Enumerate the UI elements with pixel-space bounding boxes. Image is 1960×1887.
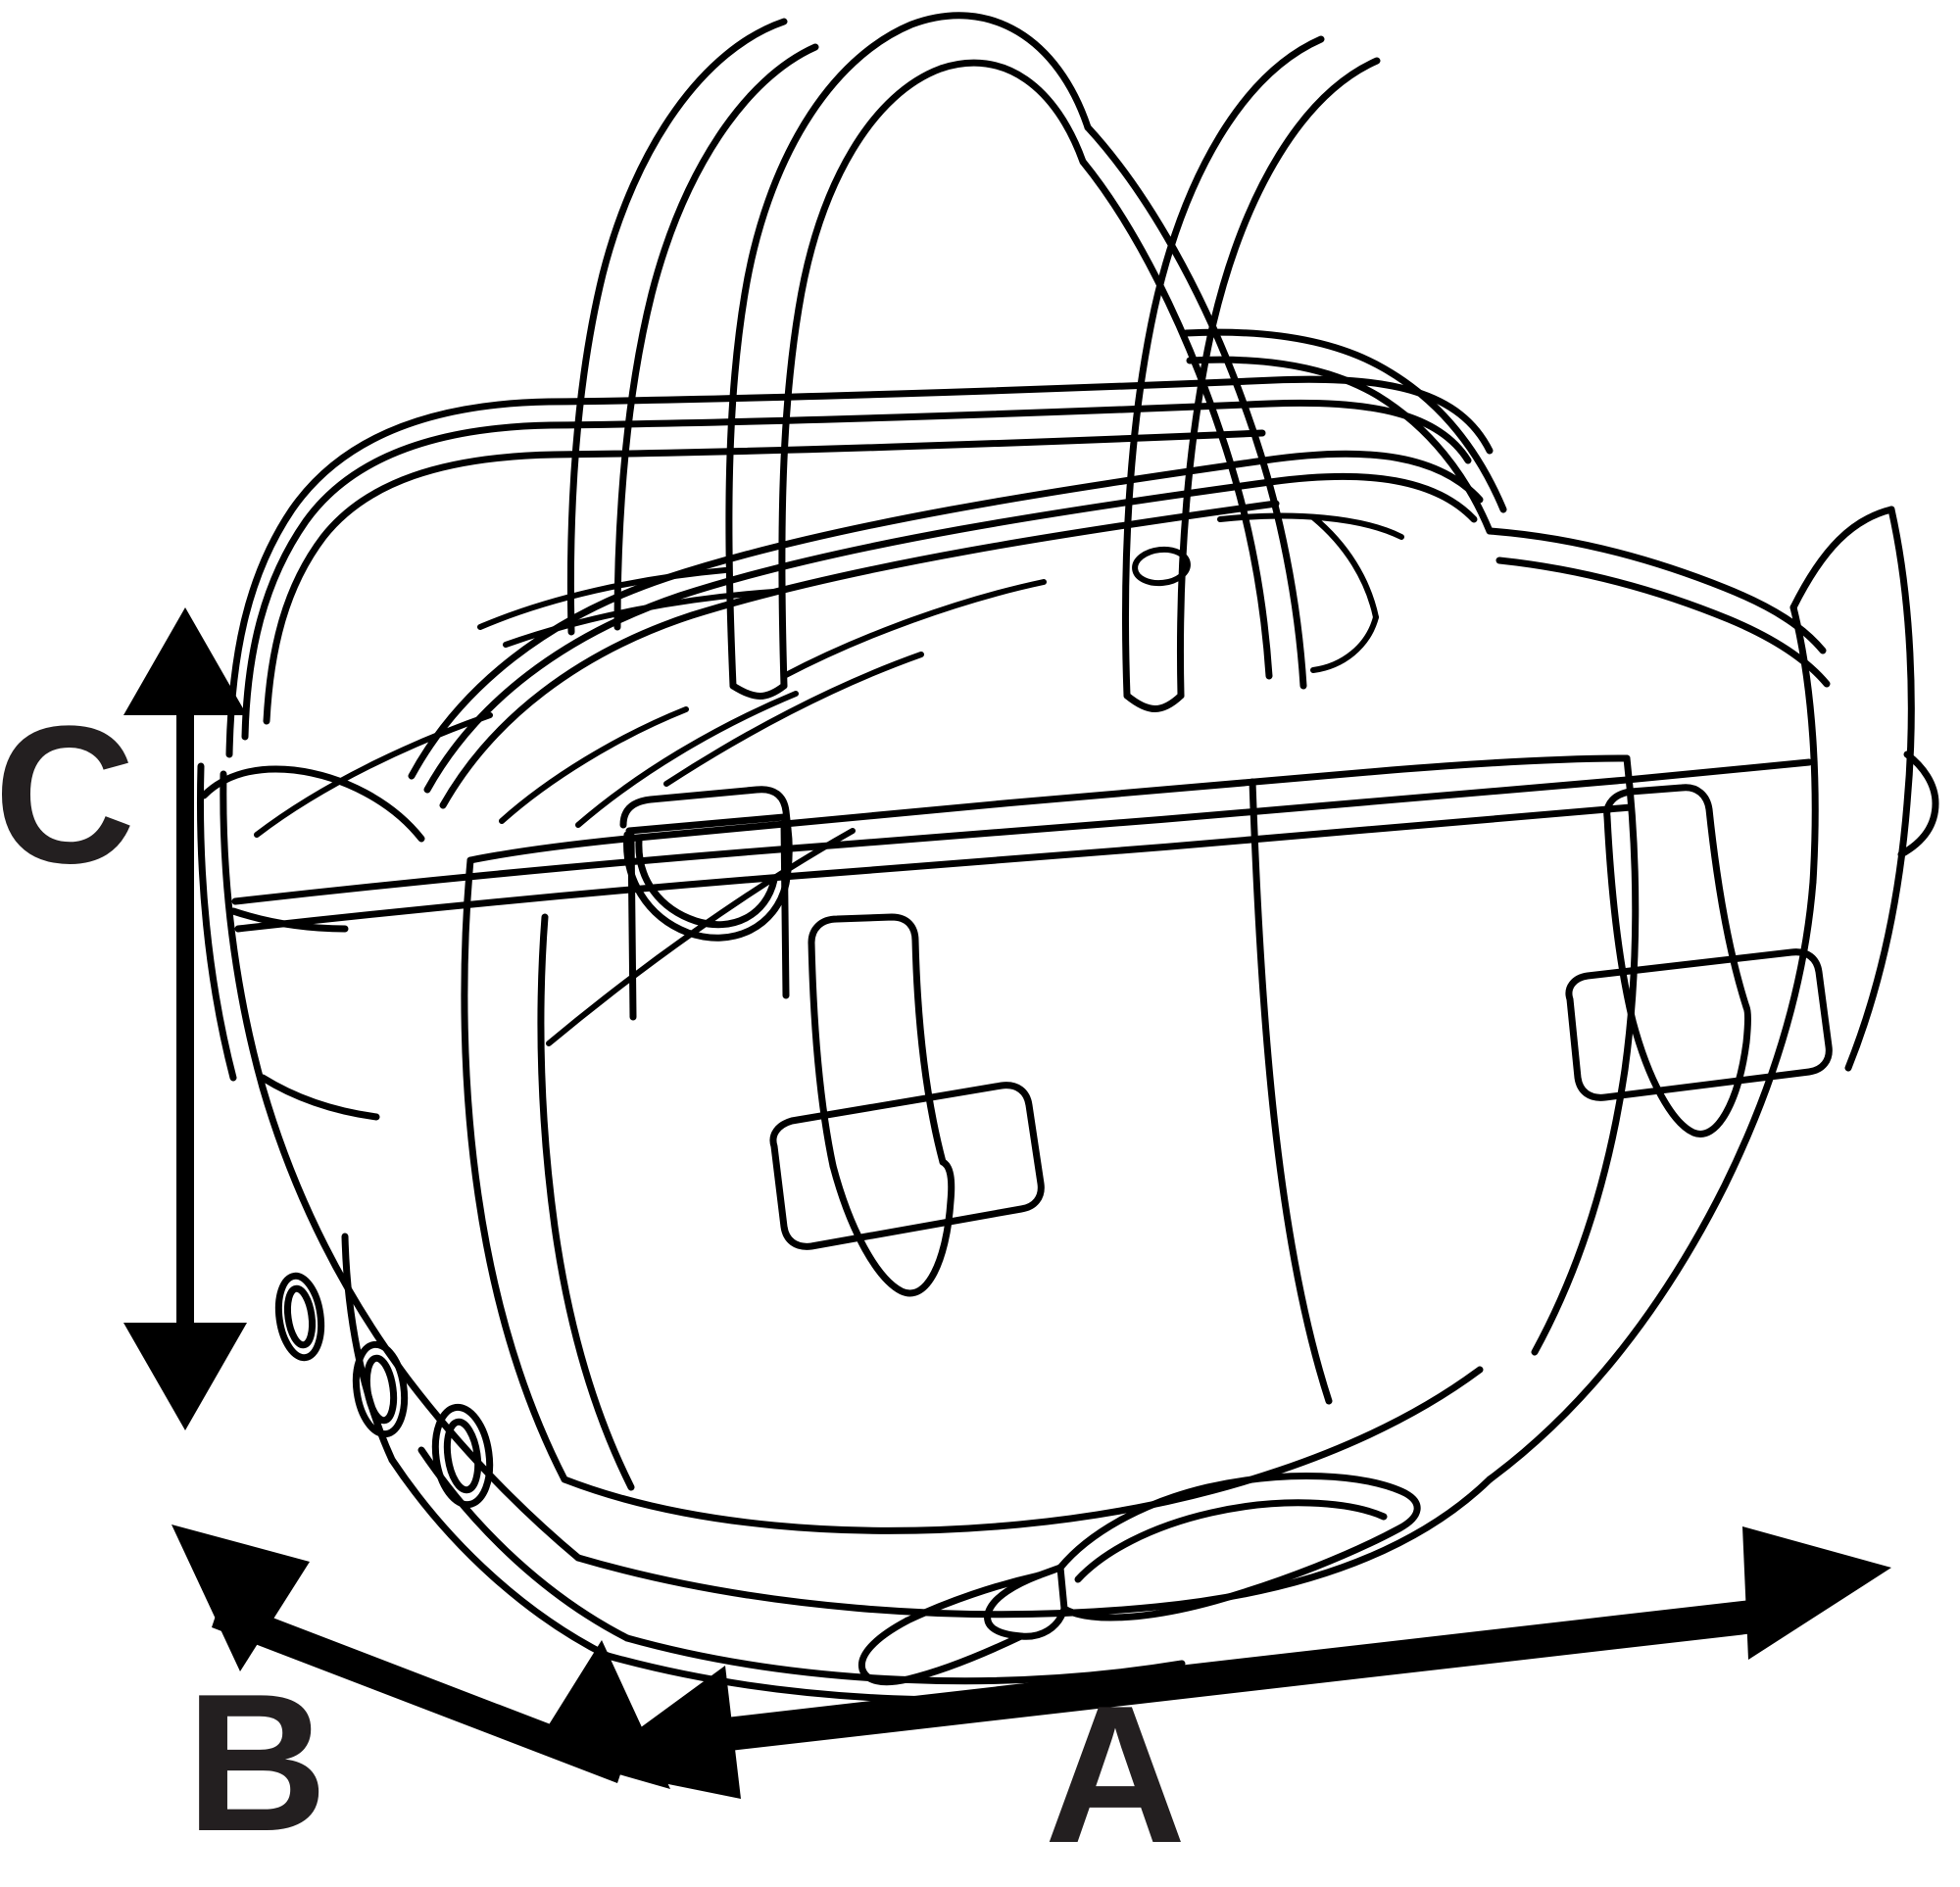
dimension-label-a: A bbox=[1045, 1666, 1186, 1884]
handle-left bbox=[725, 12, 1092, 700]
dimension-label-b: B bbox=[186, 1654, 327, 1872]
dimension-label-c: C bbox=[0, 686, 135, 904]
lid-snap-oval bbox=[1132, 546, 1191, 587]
b-arrow-shaft bbox=[212, 1598, 627, 1783]
handle-right-rear bbox=[1079, 123, 1307, 690]
bag-illustration bbox=[196, 12, 1939, 1704]
lid-creases bbox=[254, 567, 1047, 1046]
side-panel-left bbox=[200, 765, 425, 1464]
body-right-edge bbox=[1789, 506, 1939, 1072]
dimension-arrow-c bbox=[123, 607, 247, 1430]
pocket-seam bbox=[1249, 778, 1333, 1405]
body-seam bbox=[231, 758, 1813, 933]
d-ring-loop bbox=[619, 786, 793, 1021]
pocket-left-edge bbox=[537, 913, 635, 1491]
c-arrow-head-down bbox=[123, 1323, 247, 1430]
a-arrow-shaft bbox=[666, 1595, 1797, 1758]
dimension-arrow-a bbox=[586, 1526, 1891, 1799]
b-arrow-head-upleft bbox=[172, 1524, 310, 1671]
rear-lid-band bbox=[1182, 328, 1831, 688]
buckle-strap-center bbox=[769, 913, 1045, 1297]
lid-flap bbox=[1217, 512, 1404, 673]
buckle-strap-right bbox=[1565, 784, 1833, 1137]
c-arrow-head-up bbox=[123, 607, 247, 715]
ventilation-grommets bbox=[274, 1272, 494, 1509]
a-arrow-head-right bbox=[1742, 1526, 1891, 1660]
front-pocket-panel bbox=[461, 754, 1640, 1534]
lid-zip-band bbox=[408, 450, 1484, 809]
shoulder-strap-pad bbox=[858, 1473, 1421, 1686]
handle-left-rear bbox=[566, 18, 819, 636]
c-arrow-shaft bbox=[176, 647, 194, 1391]
a-arrow-head-left bbox=[586, 1666, 741, 1799]
